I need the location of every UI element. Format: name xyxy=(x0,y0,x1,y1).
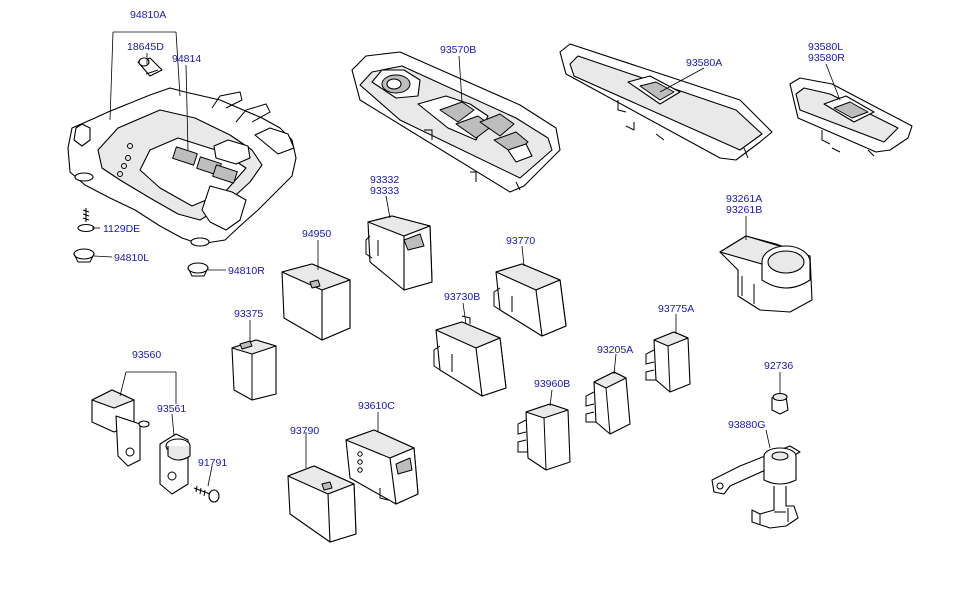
switch-93960B xyxy=(517,403,571,471)
switch-93770 xyxy=(493,263,567,337)
switch-93775A xyxy=(645,331,691,393)
leader-lines xyxy=(92,31,841,487)
label-94814: 94814 xyxy=(172,53,201,65)
label-93560: 93560 xyxy=(132,349,161,361)
window-switch-93580A xyxy=(559,43,773,161)
label-93580A: 93580A xyxy=(686,57,722,69)
label-93610C: 93610C xyxy=(358,400,395,412)
mirror-switch-93261A xyxy=(719,235,813,313)
label-93580L: 93580L xyxy=(808,41,843,53)
label-93790: 93790 xyxy=(290,425,319,437)
switch-93205A xyxy=(585,371,631,435)
window-switch-93580L-93580R xyxy=(789,77,913,157)
label-93730B: 93730B xyxy=(444,291,480,303)
window-switch-93570B xyxy=(351,51,561,193)
label-93880G: 93880G xyxy=(728,419,765,431)
label-93205A: 93205A xyxy=(597,344,633,356)
label-93775A: 93775A xyxy=(658,303,694,315)
switch-93375 xyxy=(231,339,277,401)
pin-18645D xyxy=(137,57,163,77)
door-switch-93560 xyxy=(91,389,150,467)
part-labels: 94810A 18645D 94814 1129DE 94810L 94810R… xyxy=(103,9,845,469)
switch-93610C xyxy=(345,429,419,505)
switch-94950 xyxy=(281,263,351,341)
label-93570B: 93570B xyxy=(440,44,476,56)
label-94810A: 94810A xyxy=(130,9,166,21)
clip-94810R xyxy=(187,262,209,277)
switch-93730B xyxy=(433,315,507,397)
door-switch-93561 xyxy=(159,433,191,495)
label-93580R: 93580R xyxy=(808,52,845,64)
label-92736: 92736 xyxy=(764,360,793,372)
cap-92736 xyxy=(771,392,789,415)
label-93333: 93333 xyxy=(370,185,399,197)
label-93375: 93375 xyxy=(234,308,263,320)
label-94810R: 94810R xyxy=(228,265,265,277)
label-93332: 93332 xyxy=(370,174,399,186)
clip-94810L xyxy=(73,248,95,263)
console-panel-94810A xyxy=(67,87,297,247)
label-94810L: 94810L xyxy=(114,252,149,264)
label-1129DE: 1129DE xyxy=(103,223,140,235)
label-93561: 93561 xyxy=(157,403,186,415)
switch-93790 xyxy=(287,465,357,543)
label-93960B: 93960B xyxy=(534,378,570,390)
label-18645D: 18645D xyxy=(127,41,164,53)
screw-1129DE xyxy=(77,208,95,233)
label-93261B: 93261B xyxy=(726,204,762,216)
switch-93880G xyxy=(711,445,801,529)
label-93770: 93770 xyxy=(506,235,535,247)
label-91791: 91791 xyxy=(198,457,227,469)
label-94950: 94950 xyxy=(302,228,331,240)
label-93261A: 93261A xyxy=(726,193,762,205)
screw-91791 xyxy=(193,485,220,503)
switch-93332 xyxy=(365,215,433,291)
